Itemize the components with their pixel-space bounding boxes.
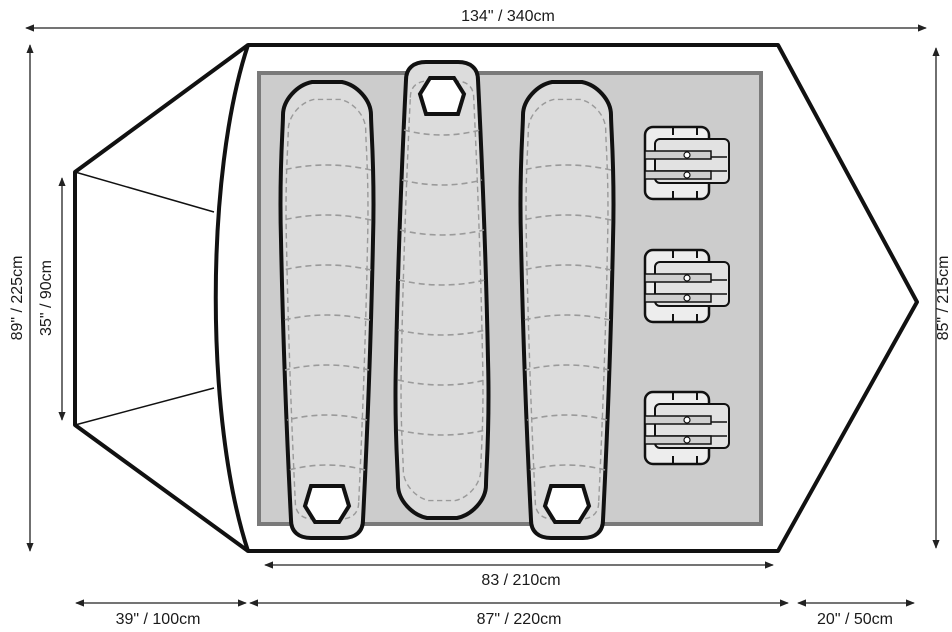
sleeping-bag-2 <box>393 60 491 520</box>
bottom-right-label: 20" / 50cm <box>817 611 893 628</box>
left-inner-height-label: 35" / 90cm <box>38 260 55 336</box>
vestibule-line-bottom <box>74 387 215 426</box>
vestibule-line-top <box>74 171 215 213</box>
bottom-left-label: 39" / 100cm <box>116 611 201 628</box>
sleeping-bag-3 <box>518 80 616 540</box>
vestibule-left <box>73 43 250 553</box>
sleeping-bag-1 <box>278 80 376 540</box>
hood-opening <box>417 76 467 116</box>
hood-opening <box>542 484 592 524</box>
hood-opening <box>302 484 352 524</box>
right-height-label: 85" / 215cm <box>935 256 952 341</box>
inner-length-label: 83 / 210cm <box>481 572 560 589</box>
top-length-label: 134" / 340cm <box>461 8 555 25</box>
bottom-middle-label: 87" / 220cm <box>477 611 562 628</box>
left-height-label: 89" / 225cm <box>9 256 26 341</box>
